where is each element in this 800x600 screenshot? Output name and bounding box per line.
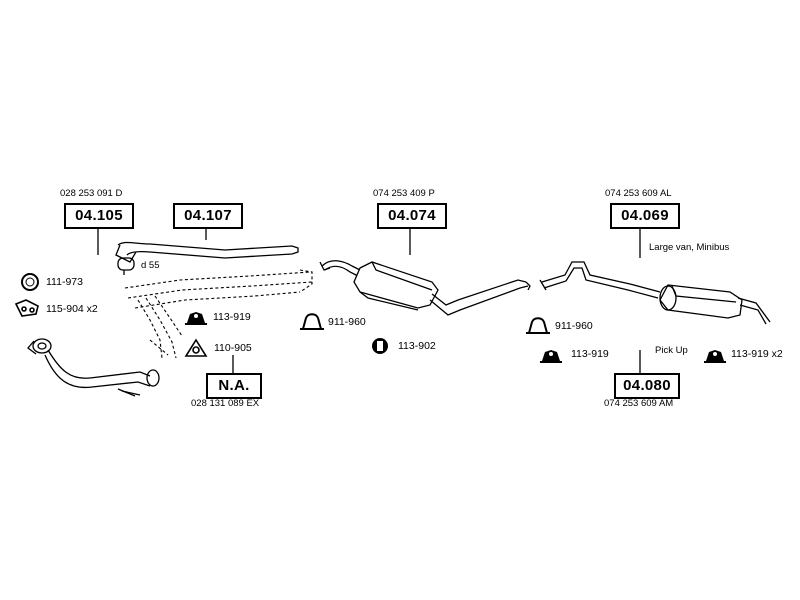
part-code-04107[interactable]: 04.107 [173, 203, 243, 229]
u-clamp-icon [526, 317, 550, 334]
rubber-mount-icon [540, 350, 562, 363]
vehicle-note-pick-up: Pick Up [655, 345, 688, 356]
accessory-label-113-919-b[interactable]: 113-919 [571, 348, 609, 360]
oe-number-na: 028 131 089 EX [191, 398, 260, 409]
accessory-label-113-919-a[interactable]: 113-919 [213, 311, 251, 323]
downpipe-drawing [27, 338, 160, 397]
part-code-04080[interactable]: 04.080 [614, 373, 680, 399]
part-code-04069[interactable]: 04.069 [610, 203, 680, 229]
u-clamp-icon [300, 313, 324, 330]
leader-lines [97, 227, 641, 375]
rubber-ring-icon [372, 338, 388, 354]
accessory-label-113-919-x2[interactable]: 113-919 x2 [731, 348, 783, 360]
rubber-mount-icon [704, 350, 726, 363]
catalytic-converter-dashed-drawing [124, 269, 313, 359]
oe-number-04080: 074 253 609 AM [604, 398, 674, 409]
accessory-label-113-902[interactable]: 113-902 [398, 340, 436, 352]
accessory-label-111-973[interactable]: 111-973 [46, 276, 83, 288]
rear-silencer-drawing [539, 261, 771, 325]
part-code-04074[interactable]: 04.074 [377, 203, 447, 229]
oe-number-04105: 028 253 091 D [60, 188, 123, 199]
accessory-label-115-904[interactable]: 115-904 x2 [46, 303, 98, 315]
oe-number-04074: 074 253 409 P [373, 188, 435, 199]
triangle-gasket-icon [184, 338, 208, 357]
rubber-mount-icon [185, 312, 207, 325]
accessory-label-911-960-a[interactable]: 911-960 [328, 316, 366, 328]
part-code-na[interactable]: N.A. [206, 373, 262, 399]
bolt-clamp-icon [14, 299, 39, 317]
front-pipe-drawing [115, 241, 299, 275]
part-code-04105[interactable]: 04.105 [64, 203, 134, 229]
oe-number-04069: 074 253 609 AL [605, 188, 672, 199]
accessory-label-911-960-b[interactable]: 911-960 [555, 320, 593, 332]
vehicle-note-large-van: Large van, Minibus [649, 242, 730, 253]
accessory-label-110-905[interactable]: 110-905 [214, 342, 252, 354]
ring-gasket-icon [21, 273, 39, 291]
dimension-label: d 55 [141, 260, 160, 271]
middle-silencer-drawing [319, 260, 531, 316]
